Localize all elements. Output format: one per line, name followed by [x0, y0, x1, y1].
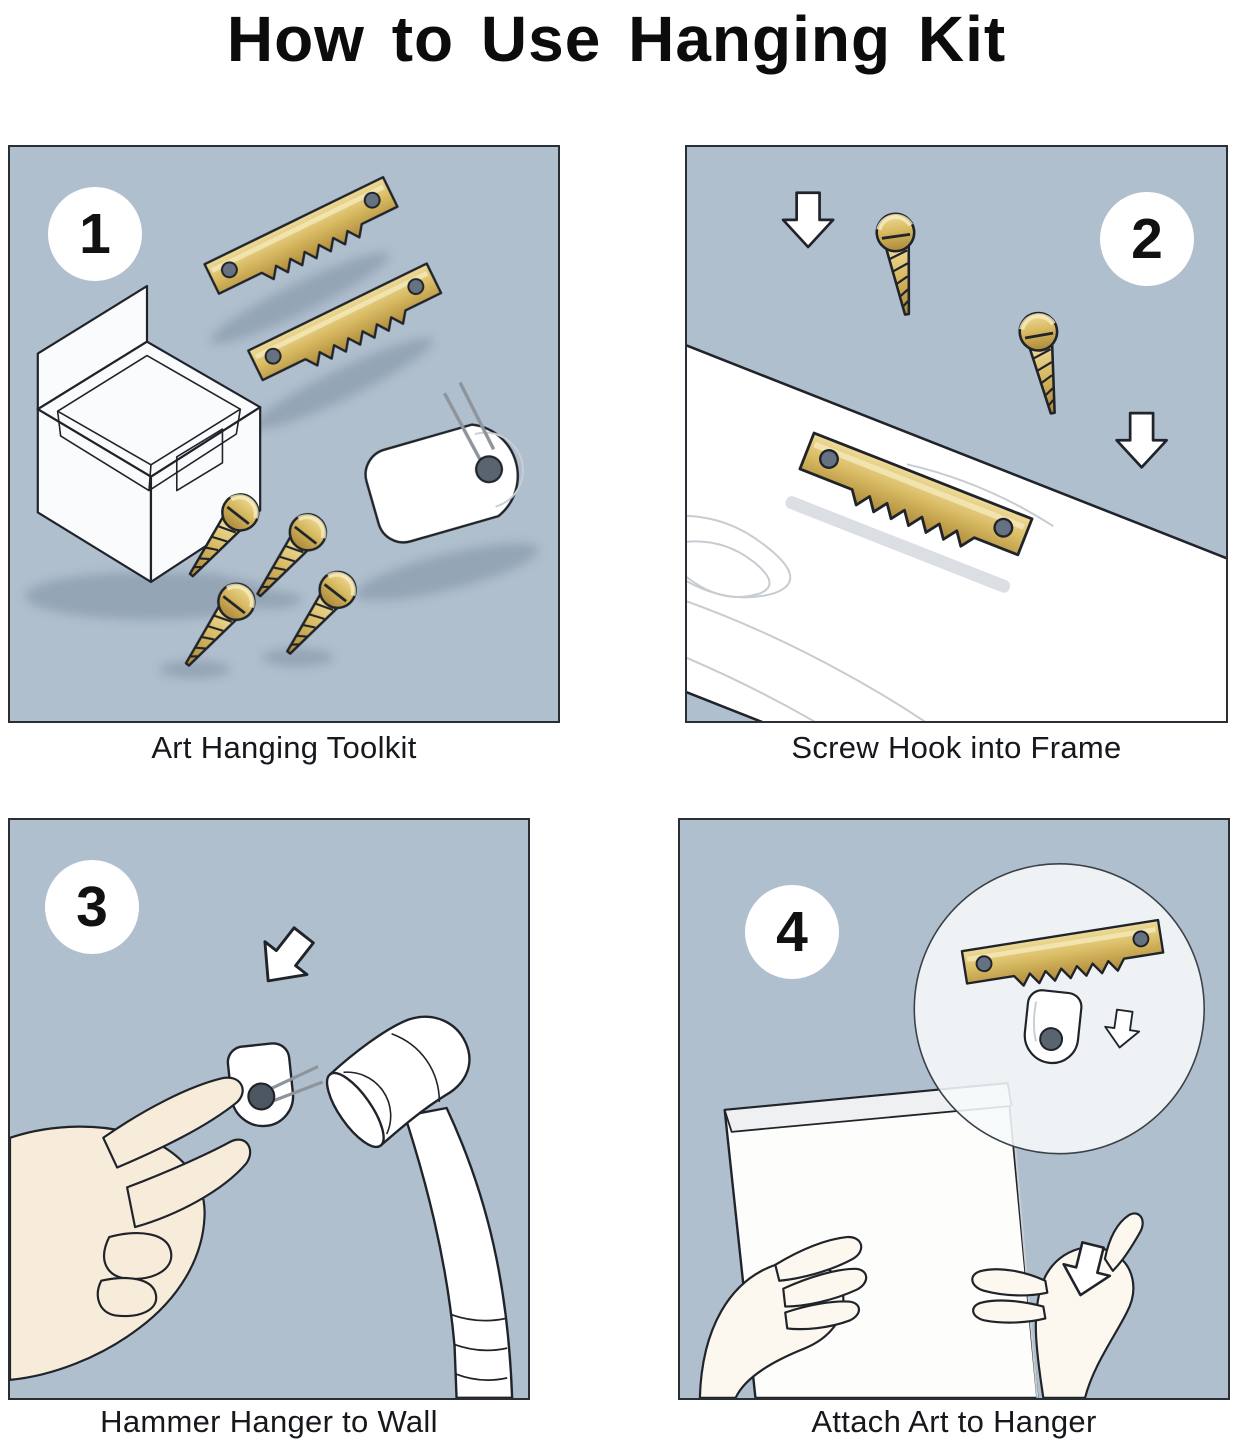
- down-arrow-icon: [1115, 411, 1168, 469]
- right-hand: [971, 1212, 1144, 1398]
- down-arrow-icon: [245, 917, 327, 999]
- storage-box: [36, 284, 262, 584]
- step-1-caption: Art Hanging Toolkit: [151, 730, 417, 765]
- step-3-caption: Hammer Hanger to Wall: [100, 1404, 438, 1439]
- panel-3-illustration: [10, 917, 514, 1398]
- plastic-wall-hanger: [364, 381, 524, 544]
- step-2-panel: 2: [685, 145, 1228, 723]
- hand: [10, 1076, 252, 1381]
- step-1-panel: 1: [8, 145, 560, 723]
- screw-icon: [874, 211, 925, 317]
- hanger-shadow: [785, 496, 1011, 593]
- step-3-panel: 3: [8, 818, 530, 1400]
- screw-icon: [275, 565, 363, 664]
- plastic-wall-hanger: [226, 1042, 324, 1128]
- wood-grain: [687, 463, 1054, 721]
- step-number-badge: 2: [1100, 192, 1194, 286]
- step-number-badge: 1: [48, 187, 142, 281]
- hammer: [325, 1015, 514, 1398]
- panel-4-illustration: [698, 862, 1205, 1398]
- panel-2-illustration: [687, 191, 1226, 721]
- shadows: [24, 252, 539, 679]
- screw-icon: [1017, 310, 1071, 416]
- left-hand: [698, 1235, 868, 1398]
- page-title: How to Use Hanging Kit: [226, 3, 1007, 75]
- step-2-caption: Screw Hook into Frame: [791, 730, 1122, 765]
- step-number-badge: 4: [745, 885, 839, 979]
- frame-board: [687, 322, 1226, 721]
- step-4-panel: 4: [678, 818, 1230, 1400]
- plastic-wall-hanger: [1023, 989, 1083, 1065]
- step-number-badge: 3: [45, 860, 139, 954]
- panel-1-illustration: [24, 147, 539, 679]
- down-arrow-icon: [781, 191, 835, 249]
- step-4-caption: Attach Art to Hanger: [811, 1404, 1097, 1439]
- hammer-head: [325, 1015, 471, 1149]
